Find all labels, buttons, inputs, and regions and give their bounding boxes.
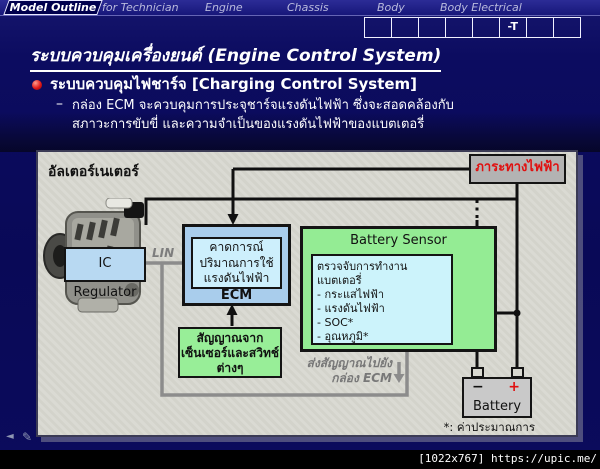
battery-sensor-title: Battery Sensor — [350, 233, 447, 248]
top-nav-bar: Model Outline for Technician Engine Chas… — [0, 0, 600, 16]
tab-for-technician[interactable]: for Technician — [102, 1, 179, 14]
ecm-prediction-line3: แรงดันไฟฟ้า — [203, 271, 270, 285]
chapter-cell[interactable] — [417, 17, 446, 38]
sensor-signals-line1: สัญญาณจาก — [196, 331, 264, 345]
electrical-load-box: ภาระทางไฟฟ้า — [469, 154, 566, 184]
ecm-prediction-line1: คาดการณ์ — [209, 240, 264, 254]
pencil-icon[interactable]: ✎ — [22, 430, 33, 444]
tab-model-outline-label: Model Outline — [9, 1, 97, 14]
lin-bus-label: LIN — [152, 246, 175, 260]
chapter-cell[interactable] — [390, 17, 419, 38]
ecm-prediction-box: คาดการณ์ ปริมาณการใช้ แรงดันไฟฟ้า — [191, 237, 282, 289]
ic-regulator-box: IC Regulator — [64, 247, 146, 300]
battery-label: Battery — [472, 399, 522, 414]
sensor-signals-line3: ต่างๆ — [216, 361, 244, 375]
ecm-label: ECM — [220, 288, 253, 303]
battery-box: − + Battery — [462, 377, 532, 418]
battery-sensor-box: Battery Sensor ตรวจจับการทำงานแบตเตอรี่ … — [300, 226, 497, 352]
chapter-cell[interactable] — [525, 17, 554, 38]
tab-body-electrical[interactable]: Body Electrical — [440, 1, 522, 14]
tab-model-outline[interactable]: Model Outline — [3, 0, 103, 15]
battery-plus-sign: + — [508, 379, 520, 395]
sensor-item-temperature: - อุณหภูมิ* — [317, 330, 369, 343]
chapter-cell[interactable] — [552, 17, 581, 38]
section-heading: ระบบควบคุมไฟชาร์จ [Charging Control Syst… — [50, 75, 418, 93]
chapter-cell[interactable] — [471, 17, 500, 38]
ecm-prediction-line2: ปริมาณการใช้ — [199, 255, 274, 270]
chapter-cell[interactable] — [444, 17, 473, 38]
send-signal-line1: ส่งสัญญาณไปยัง — [306, 356, 392, 370]
estimate-footnote: *: ค่าประมาณการ — [443, 420, 535, 434]
sensor-detail-title: ตรวจจับการทำงานแบตเตอรี่ — [317, 260, 408, 287]
ecm-box: คาดการณ์ ปริมาณการใช้ แรงดันไฟฟ้า ECM — [182, 224, 291, 306]
background-montage — [0, 112, 600, 152]
watermark-text: [1022x767] https://upic.me/ — [418, 452, 597, 465]
chapter-cell-current[interactable]: -T — [498, 17, 527, 38]
sub-bullet-line2: สภาวะการขับขี่ และความจำเป็นของแรงดันไฟฟ… — [72, 117, 425, 132]
battery-sensor-detail-box: ตรวจจับการทำงานแบตเตอรี่ - กระแสไฟฟ้า - … — [311, 254, 453, 345]
sub-bullet-text: กล่อง ECM จะควบคุมการประจุชาร์จแรงดันไฟฟ… — [72, 96, 582, 134]
bottom-black-bar: [1022x767] https://upic.me/ — [0, 450, 600, 469]
send-signal-note: ส่งสัญญาณไปยัง กล่อง ECM — [256, 356, 392, 386]
sensor-item-soc: - SOC* — [317, 316, 354, 329]
tab-body[interactable]: Body — [377, 1, 405, 14]
tab-engine[interactable]: Engine — [205, 1, 243, 14]
chapter-grid: -T — [363, 17, 581, 38]
sensor-item-voltage: - แรงดันไฟฟ้า — [317, 302, 385, 315]
sensor-signals-box: สัญญาณจาก เซ็นเซอร์และสวิทช์ ต่างๆ — [178, 327, 282, 378]
battery-minus-sign: − — [472, 379, 484, 395]
diagram-panel: อัลเตอร์เนเตอร์ ภาระทางไฟฟ้า IC Regulato… — [36, 150, 578, 437]
red-bullet-icon — [32, 80, 42, 90]
send-signal-line2: กล่อง ECM — [331, 371, 392, 385]
back-arrow-icon[interactable]: ◄ — [6, 431, 14, 442]
tab-chassis[interactable]: Chassis — [287, 1, 329, 14]
chapter-cell[interactable] — [363, 17, 392, 38]
sensor-item-current: - กระแสไฟฟ้า — [317, 288, 385, 301]
page-title: ระบบควบคุมเครื่องยนต์ (Engine Control Sy… — [30, 42, 442, 72]
sub-bullet-dash: – — [56, 96, 63, 112]
sub-bullet-line1: กล่อง ECM จะควบคุมการประจุชาร์จแรงดันไฟฟ… — [72, 98, 454, 113]
alternator-label: อัลเตอร์เนเตอร์ — [48, 164, 139, 180]
sensor-signals-line2: เซ็นเซอร์และสวิทช์ — [181, 346, 279, 360]
